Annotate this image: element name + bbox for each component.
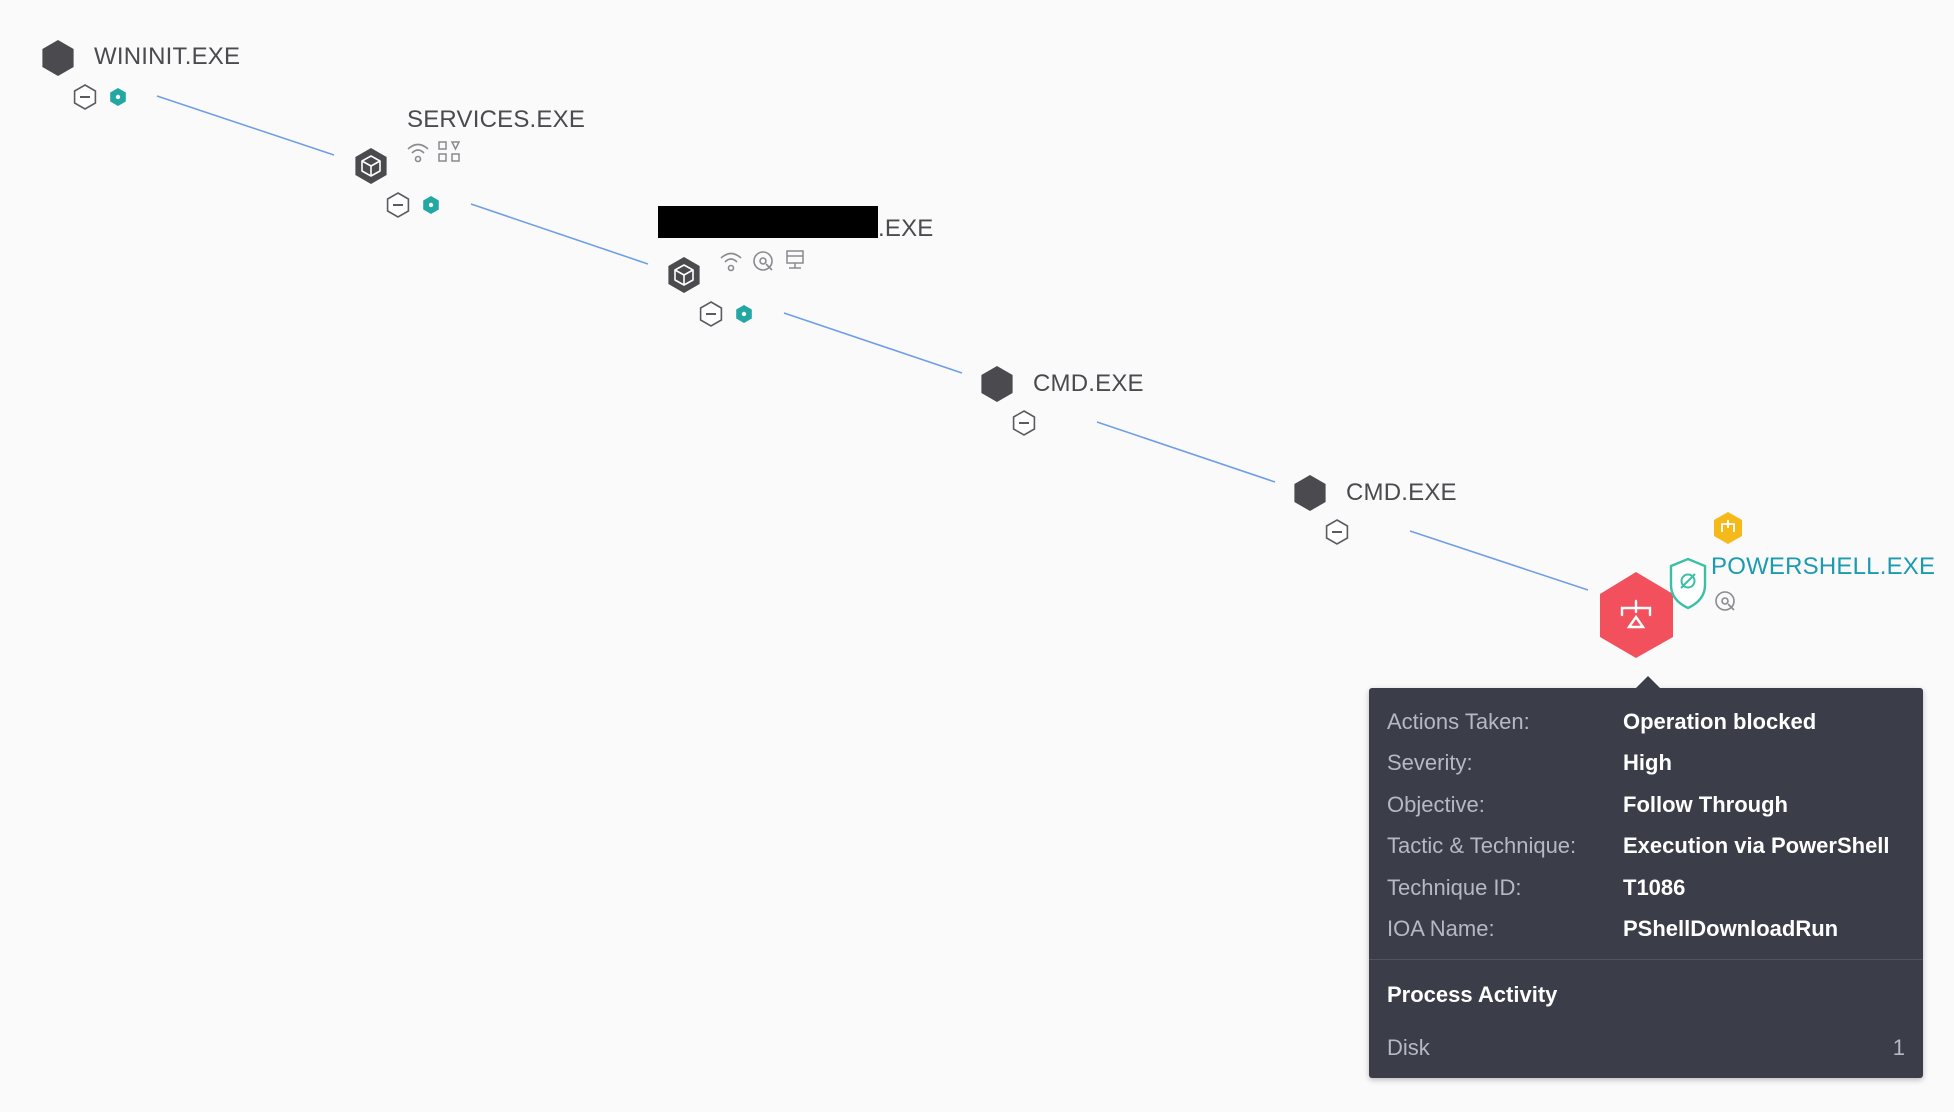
tooltip-arrow	[1636, 676, 1660, 688]
user-alert-glyph	[1620, 599, 1652, 629]
row-key: Objective:	[1387, 792, 1485, 817]
row-key: Actions Taken:	[1387, 709, 1530, 734]
row-value: Execution via PowerShell	[1623, 833, 1890, 858]
tooltip-row-ioa-name: IOA Name: PShellDownloadRun	[1387, 916, 1905, 946]
tooltip-row-objective: Objective: Follow Through	[1387, 792, 1905, 822]
warning-hex-icon	[1714, 512, 1742, 544]
tooltip-row-tactic: Tactic & Technique: Execution via PowerS…	[1387, 833, 1905, 863]
row-value: T1086	[1623, 875, 1686, 900]
teal-hex-badge-icon	[736, 305, 752, 323]
process-node-powershell[interactable]	[1600, 512, 1742, 658]
collapse-icon[interactable]	[1012, 410, 1036, 436]
node-label-wininit[interactable]: WININIT.EXE	[94, 43, 241, 70]
edge-line	[783, 312, 963, 374]
collapse-icon[interactable]	[73, 84, 97, 110]
tooltip-divider	[1369, 959, 1923, 960]
node-label-powershell[interactable]: POWERSHELL.EXE	[1711, 553, 1936, 580]
edge-line	[1409, 530, 1589, 591]
process-activity-title: Process Activity	[1387, 982, 1558, 1007]
process-node-services[interactable]	[354, 141, 460, 218]
grid-icon	[438, 141, 460, 162]
tooltip-row-actions: Actions Taken: Operation blocked	[1387, 709, 1905, 739]
row-value: High	[1623, 750, 1672, 775]
collapse-icon[interactable]	[386, 192, 410, 218]
process-hex-icon[interactable]	[42, 40, 74, 76]
process-node-cmd-2[interactable]	[1294, 475, 1349, 545]
detection-tooltip: Actions Taken: Operation blocked Severit…	[1369, 676, 1923, 1078]
row-value: Operation blocked	[1623, 709, 1817, 734]
process-cube-icon[interactable]	[354, 147, 388, 185]
teal-hex-badge-icon	[423, 196, 439, 214]
row-value: Follow Through	[1623, 792, 1788, 817]
node-label-services[interactable]: SERVICES.EXE	[407, 106, 586, 133]
disk-label: Disk	[1387, 1035, 1430, 1060]
edge-line	[470, 203, 649, 265]
process-hex-icon[interactable]	[1294, 475, 1326, 511]
collapse-icon[interactable]	[1325, 519, 1349, 545]
node-label-cmd-1[interactable]: CMD.EXE	[1033, 370, 1144, 397]
tooltip-row-technique-id: Technique ID: T1086	[1387, 875, 1905, 905]
target-icon	[753, 251, 773, 271]
teal-hex-badge-icon	[110, 88, 126, 106]
disk-count: 1	[1892, 1035, 1905, 1060]
edge-line	[1096, 421, 1276, 483]
process-node-redacted[interactable]	[667, 250, 804, 327]
collapse-icon[interactable]	[699, 301, 723, 327]
wifi-icon	[407, 143, 429, 163]
process-node-cmd-1[interactable]	[981, 366, 1036, 436]
redaction-bar	[658, 206, 878, 238]
process-hex-icon[interactable]	[981, 366, 1013, 402]
edge-line	[156, 95, 335, 156]
row-key: Severity:	[1387, 750, 1473, 775]
target-icon	[1715, 591, 1735, 611]
row-key: IOA Name:	[1387, 916, 1495, 941]
node-label-cmd-2[interactable]: CMD.EXE	[1346, 479, 1457, 506]
shield-blocked-icon	[1669, 557, 1707, 610]
process-cube-icon[interactable]	[667, 256, 701, 294]
node-label-redacted[interactable]: .EXE	[878, 215, 934, 242]
row-value: PShellDownloadRun	[1623, 916, 1839, 941]
row-key: Technique ID:	[1387, 875, 1522, 900]
alert-hex-icon[interactable]	[1600, 572, 1673, 658]
tree-edges	[156, 95, 1589, 591]
tooltip-row-severity: Severity: High	[1387, 750, 1905, 780]
row-key: Tactic & Technique:	[1387, 833, 1577, 858]
registry-icon	[786, 250, 804, 269]
wifi-icon	[720, 252, 742, 272]
